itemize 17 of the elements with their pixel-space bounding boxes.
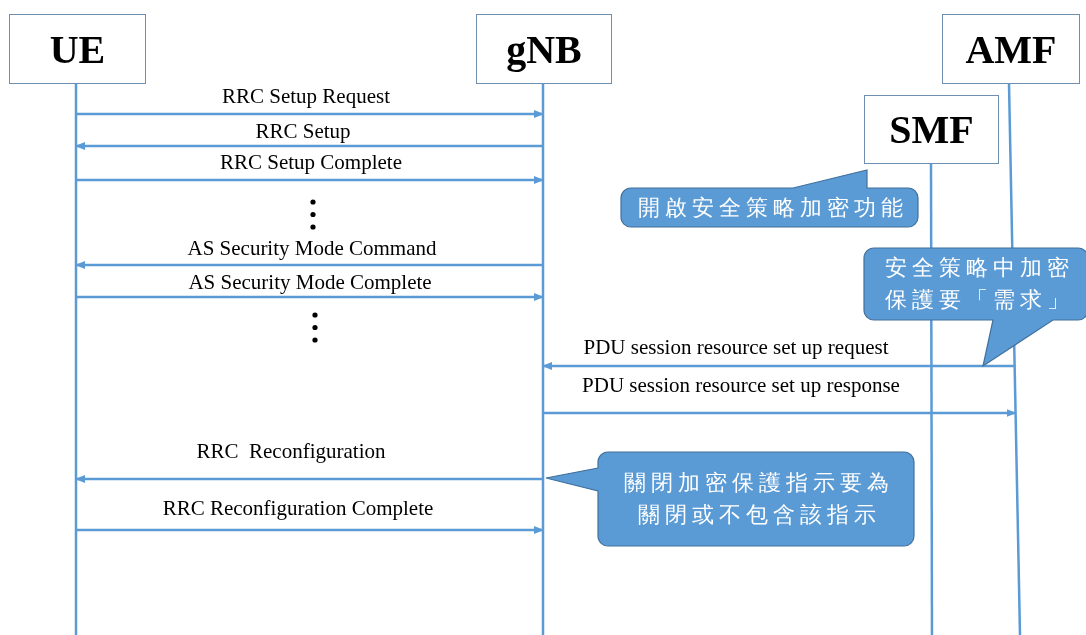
- callout-bubble: 關閉加密保護指示要為關閉或不包含該指示: [546, 452, 914, 546]
- participant-box: AMF: [942, 14, 1080, 84]
- message-label: RRC Reconfiguration: [194, 440, 388, 464]
- message-arrow: [76, 110, 544, 118]
- message-arrow: [543, 409, 1017, 417]
- participant-box: gNB: [476, 14, 612, 84]
- message-arrow: [542, 362, 1015, 370]
- message-arrow: [75, 475, 543, 483]
- participant-box: SMF: [864, 95, 999, 164]
- message-arrow: [75, 261, 543, 269]
- callout-bubble: 開啟安全策略加密功能: [621, 170, 918, 227]
- participant-box: UE: [9, 14, 146, 84]
- message-arrow: [76, 293, 544, 301]
- message-arrow: [75, 142, 543, 150]
- message-arrow: [76, 526, 544, 534]
- message-label: RRC Reconfiguration Complete: [160, 497, 436, 521]
- message-arrow: [76, 176, 544, 184]
